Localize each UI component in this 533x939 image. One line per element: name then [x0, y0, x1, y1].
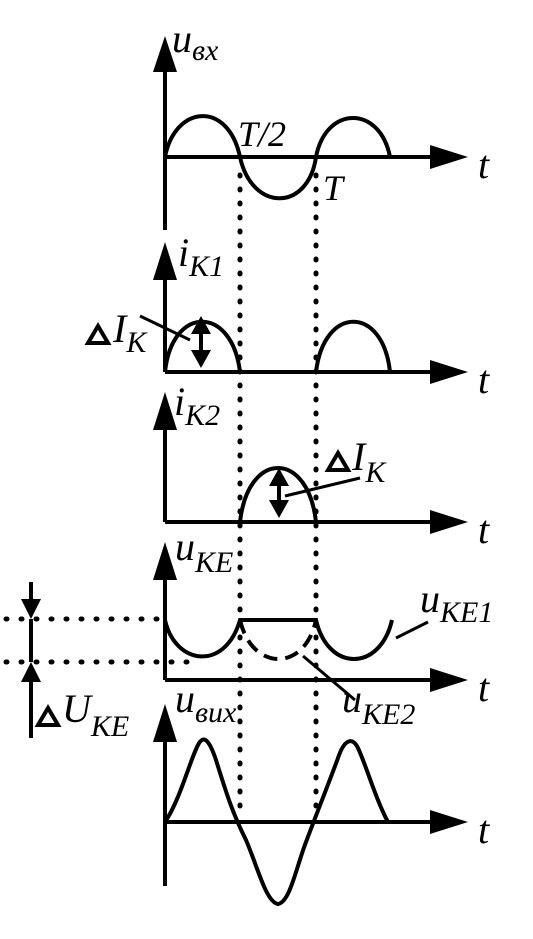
label-uke: uKE [175, 524, 233, 579]
delta-ik1-arrow-top [191, 316, 211, 334]
uke1-waveform [163, 618, 394, 661]
label-t-3: t [478, 507, 490, 552]
x-arrow-uin [430, 145, 468, 169]
label-delta-ik2: IK [351, 434, 387, 489]
x-arrow-ik1 [430, 360, 468, 384]
uke2-waveform [238, 619, 318, 661]
ik2-half-wave [238, 466, 318, 523]
x-arrow-uke [430, 668, 468, 692]
y-arrow-uin [153, 36, 177, 72]
label-delta-ik1: IK [112, 306, 148, 359]
delta-ik1-triangle-icon [84, 322, 112, 345]
output-waveform [163, 737, 390, 907]
panel-input-voltage: uвх T/2 T t [153, 16, 490, 230]
delta-ik2-triangle-icon [324, 449, 352, 472]
label-t-2: t [478, 357, 490, 402]
panel-collector-current-2: IK iK2 t [153, 379, 490, 552]
delta-uke-arrow-up-head [21, 662, 41, 682]
delta-ik1-leader [139, 314, 191, 342]
uke2-leader [302, 654, 356, 702]
label-ik2: iK2 [174, 379, 220, 432]
y-arrow-uke [153, 542, 177, 580]
label-period: T [323, 168, 346, 208]
label-half-period: T/2 [238, 114, 286, 154]
delta-ik2-arrow-bottom [269, 500, 289, 518]
uke1-leader [395, 620, 429, 640]
panel-collector-emitter-voltage: uKE uKE1 uKE2 UKE t [3, 524, 493, 743]
delta-uke-arrow-down-head [21, 599, 41, 619]
label-t-5: t [478, 807, 490, 852]
y-arrow-ik2 [153, 392, 177, 430]
panel-output-voltage: uвих t [153, 676, 490, 907]
x-arrow-uout [430, 810, 468, 834]
label-t-1: t [478, 142, 490, 187]
x-arrow-ik2 [430, 510, 468, 534]
label-t-4: t [478, 665, 490, 710]
label-uin: uвх [172, 16, 219, 67]
delta-uke-triangle-icon [34, 704, 62, 727]
input-sine-wave [163, 114, 392, 201]
label-delta-uke: UKE [62, 686, 129, 743]
delta-ik2-leader [284, 476, 361, 498]
ik1-half-wave-2 [314, 319, 392, 373]
delta-ik2-arrow-top [269, 468, 289, 486]
label-uke1: uKE1 [420, 576, 493, 629]
y-arrow-ik1 [153, 242, 177, 280]
delta-ik1-arrow-bottom [191, 350, 211, 368]
label-ik1: iK1 [178, 230, 224, 283]
y-arrow-uout [153, 704, 177, 742]
panel-collector-current-1: IK iK1 t [84, 230, 490, 402]
label-uke2: uKE2 [342, 676, 415, 731]
label-uout: uвих [175, 676, 237, 729]
